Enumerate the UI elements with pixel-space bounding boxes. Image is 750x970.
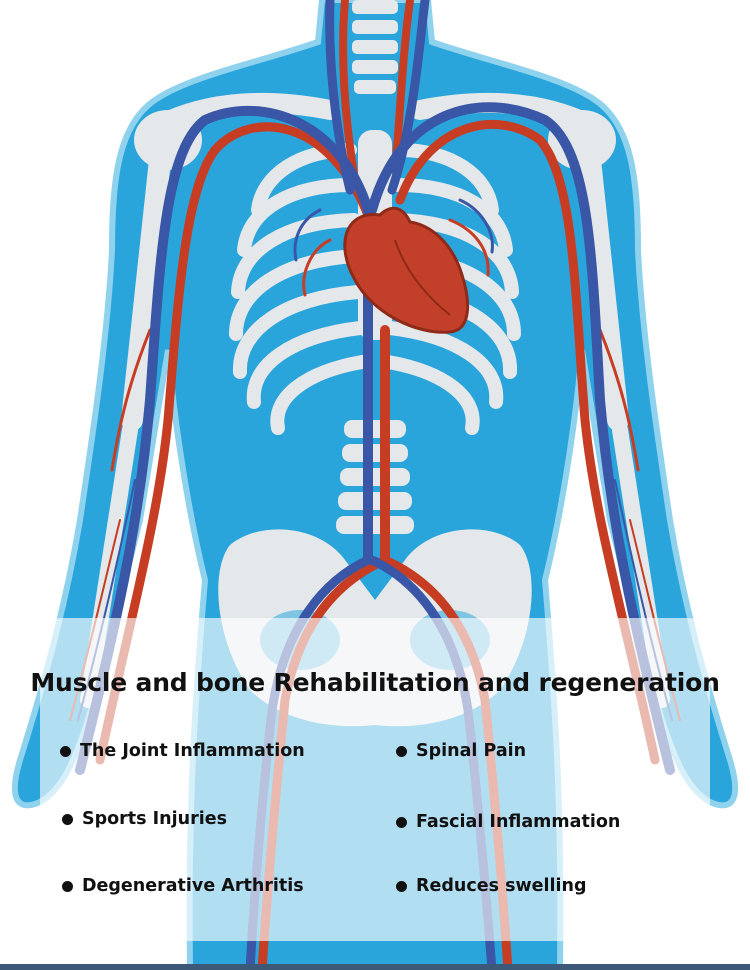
spine	[336, 0, 414, 534]
ribcage	[229, 143, 521, 435]
info-panel	[40, 618, 710, 941]
benefit-label: Fascial Inflammation	[416, 812, 621, 832]
humerus-left	[121, 149, 171, 431]
bullet-icon	[62, 880, 73, 892]
page-title: Muscle and bone Rehabilitation and regen…	[30, 668, 720, 697]
benefit-label: Sports Injuries	[82, 809, 227, 829]
benefit-item-fascial-inflammation: Fascial Inflammation	[396, 812, 620, 832]
benefit-label: The Joint Inflammation	[80, 741, 305, 761]
benefit-item-sports-injuries: Sports Injuries	[62, 809, 227, 829]
benefit-label: Degenerative Arthritis	[82, 876, 304, 896]
benefit-item-degenerative-arthritis: Degenerative Arthritis	[62, 876, 304, 896]
benefit-item-joint-inflammation: The Joint Inflammation	[60, 741, 305, 761]
bullet-icon	[62, 813, 73, 825]
benefit-label: Spinal Pain	[416, 741, 527, 761]
bullet-icon	[60, 745, 71, 757]
benefit-label: Reduces swelling	[416, 876, 587, 896]
benefit-item-reduces-swelling: Reduces swelling	[396, 876, 587, 896]
bullet-icon	[396, 816, 407, 828]
bullet-icon	[396, 880, 407, 892]
benefit-item-spinal-pain: Spinal Pain	[396, 741, 526, 761]
bullet-icon	[396, 745, 407, 757]
humerus-right	[579, 149, 629, 431]
bottom-bar	[0, 964, 750, 970]
heart	[343, 206, 470, 334]
